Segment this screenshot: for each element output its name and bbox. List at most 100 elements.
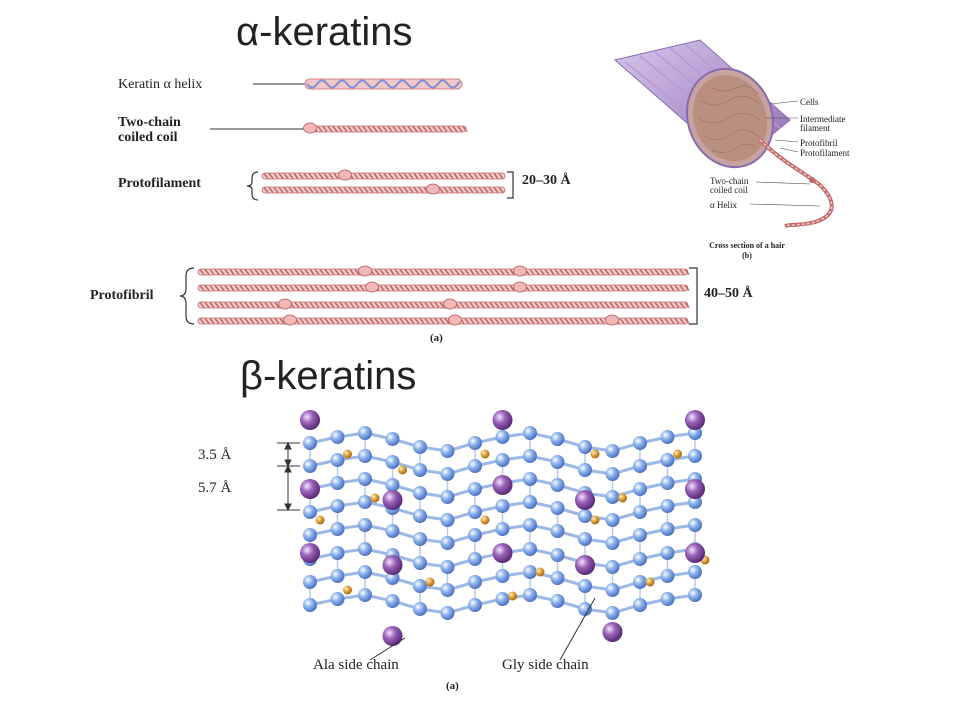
backbone-atom: [523, 565, 537, 579]
backbone-atom: [303, 459, 317, 473]
backbone-atom: [303, 436, 317, 450]
domain-knob: [605, 314, 619, 326]
gly-side-chain-label: Gly side chain: [502, 657, 589, 673]
gly-side-chain-atom: [343, 449, 352, 459]
backbone-atom: [660, 569, 675, 583]
backbone-atom: [660, 453, 675, 467]
gly-side-chain-atom: [590, 449, 600, 459]
backbone-atom: [440, 606, 455, 620]
protofilament-rope-1: [261, 172, 506, 180]
backbone-atom: [385, 478, 400, 492]
gly-leader: [559, 597, 596, 661]
ala-side-chain-atom: [300, 543, 320, 563]
backbone-atom: [358, 588, 372, 602]
backbone-atom: [303, 528, 317, 542]
backbone-atom: [660, 430, 675, 444]
backbone-atom: [358, 495, 372, 509]
gly-side-chain-atom: [645, 577, 655, 587]
backbone-atom: [440, 513, 455, 527]
spacing-35-label: 3.5 Å: [198, 447, 232, 463]
protofilament-brace: [246, 171, 259, 201]
domain-knob: [358, 265, 372, 277]
protofibril-size-label: 40–50 Å: [704, 286, 753, 301]
ala-side-chain-atom: [382, 555, 403, 575]
backbone-atom: [605, 513, 620, 527]
backbone-atom: [358, 472, 372, 486]
backbone-atom: [523, 588, 537, 602]
backbone-atom: [688, 565, 702, 579]
backbone-atom: [495, 453, 510, 467]
hair-if-label-1: Intermediate: [800, 114, 846, 124]
beta-panel-a-label: (a): [446, 680, 459, 692]
backbone-atom: [385, 594, 400, 608]
backbone-atom: [468, 436, 482, 450]
backbone-atom: [605, 606, 620, 620]
protofibril-rope-1: [197, 268, 690, 276]
ala-side-chain-atom: [685, 479, 705, 499]
backbone-atom: [523, 472, 537, 486]
backbone-atom: [550, 571, 565, 585]
backbone-atom: [660, 476, 675, 490]
backbone-atom: [578, 440, 592, 454]
backbone-atom: [550, 594, 565, 608]
spacing-57-label: 5.7 Å: [198, 480, 232, 496]
backbone-atom: [413, 463, 427, 477]
backbone-atom: [660, 546, 675, 560]
spacing-markers: [277, 441, 300, 512]
backbone-atom: [330, 430, 345, 444]
backbone-atom: [495, 430, 510, 444]
domain-knob: [513, 281, 527, 293]
backbone-atom: [495, 569, 510, 583]
gly-side-chain-atom: [673, 449, 682, 459]
backbone-atom: [578, 579, 592, 593]
beta-keratins-title: β-keratins: [240, 354, 417, 398]
domain-knob: [513, 265, 527, 277]
backbone-atom: [605, 560, 620, 574]
hair-if-label-2: filament: [800, 123, 830, 133]
backbone-atom: [523, 426, 537, 440]
ala-side-chain-atom: [685, 543, 705, 563]
protofibril-rope-4: [197, 317, 690, 325]
backbone-atom: [605, 583, 620, 597]
gly-side-chain-atom: [343, 585, 352, 595]
backbone-atom: [468, 552, 482, 566]
protofibril-ropes: [197, 265, 690, 326]
backbone-atom: [550, 455, 565, 469]
gly-side-chain-atom: [370, 493, 380, 503]
backbone-atom: [358, 426, 372, 440]
backbone-atom: [523, 518, 537, 532]
backbone-atom: [550, 501, 565, 515]
backbone-atom: [330, 546, 345, 560]
alpha-helix-strand: [304, 78, 463, 90]
gly-side-chain-atom: [425, 577, 435, 587]
domain-knob: [303, 122, 317, 134]
gly-side-chain-atom: [508, 591, 517, 601]
ala-side-chain-atom: [602, 622, 623, 642]
backbone-atom: [605, 467, 620, 481]
gly-side-chain-atom: [398, 465, 407, 475]
backbone-atom: [550, 548, 565, 562]
backbone-atom: [303, 575, 317, 589]
domain-knob: [426, 183, 440, 195]
backbone-atom: [440, 583, 455, 597]
backbone-atom: [330, 592, 345, 606]
protofibril-size-bracket: [689, 267, 698, 325]
beta-sheet-model: [300, 410, 710, 646]
protofilament-size-label: 20–30 Å: [522, 173, 571, 188]
backbone-atom: [633, 575, 647, 589]
backbone-atom: [413, 579, 427, 593]
domain-knob: [365, 281, 379, 293]
protofilament-size-bracket: [507, 171, 514, 199]
backbone-atom: [523, 495, 537, 509]
backbone-atom: [468, 505, 482, 519]
ala-side-chain-atom: [685, 410, 705, 430]
backbone-atom: [385, 571, 400, 585]
ala-leader: [369, 637, 406, 661]
backbone-atom: [303, 598, 317, 612]
hair-panel-b: (b): [742, 251, 752, 260]
backbone-atom: [523, 449, 537, 463]
domain-knob: [283, 314, 297, 326]
protofibril-label: Protofibril: [90, 288, 154, 303]
backbone-atom: [385, 455, 400, 469]
